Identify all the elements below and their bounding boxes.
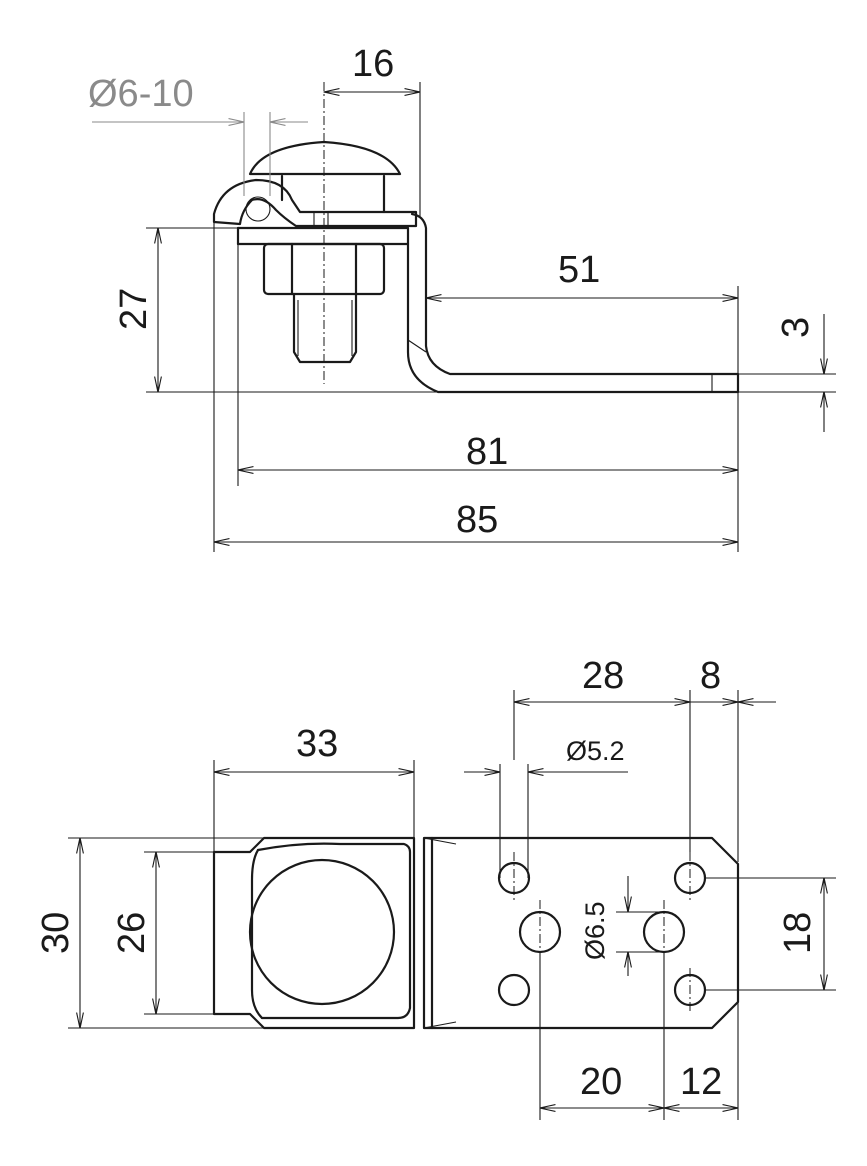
dim-bolt-offset-label: 16 — [352, 43, 394, 85]
dim-edge-margin: 8 — [690, 655, 776, 862]
dim-inner-length: 81 — [237, 244, 739, 552]
dim-hole-pitch-label: 28 — [582, 655, 624, 697]
bolt-shank — [292, 292, 358, 364]
hole-small-2 — [497, 973, 531, 1007]
dim-edge-margin-label: 8 — [700, 655, 721, 697]
dim-bolt-offset: 16 — [324, 43, 421, 216]
dim-hole-spacing-vertical: 18 — [706, 877, 836, 991]
dim-flange-length: 51 — [426, 249, 739, 374]
dim-large-hole-pitch: 20 — [539, 952, 665, 1120]
dim-height-label: 27 — [113, 288, 155, 330]
dim-hole-spacing-label: 18 — [777, 912, 819, 954]
dim-large-hole-label: Ø6.5 — [580, 901, 610, 960]
clamp-top — [212, 836, 416, 1030]
cable-section — [245, 196, 271, 222]
bend-lines — [423, 836, 457, 1030]
dim-end-margin: 12 — [664, 1002, 739, 1120]
dim-clamp-width: 33 — [213, 723, 415, 852]
holes — [497, 852, 707, 1012]
dim-height: 27 — [113, 227, 438, 393]
dome-cap-top — [248, 858, 396, 1006]
dim-clamp-height-label: 26 — [111, 912, 153, 954]
side-view: Ø6-10 16 27 51 3 — [88, 43, 836, 552]
dim-overall-width-label: 30 — [35, 912, 77, 954]
dim-large-hole-diameter: Ø6.5 — [580, 876, 664, 976]
dim-hole-pitch: 28 — [513, 655, 691, 852]
dim-cable-dia-label: Ø6-10 — [88, 73, 194, 115]
dim-small-hole-label: Ø5.2 — [566, 736, 625, 766]
dim-overall-width: 30 — [35, 837, 264, 1029]
dim-inner-length-label: 81 — [466, 431, 508, 473]
dim-clamp-height: 26 — [111, 851, 214, 1015]
dim-clamp-width-label: 33 — [296, 723, 338, 765]
top-view: 33 28 8 Ø5.2 30 — [35, 655, 836, 1120]
bracket-profile — [236, 212, 740, 394]
dim-overall-length: 85 — [213, 222, 738, 552]
dim-small-hole-diameter: Ø5.2 — [464, 736, 628, 878]
dim-flange-length-label: 51 — [558, 249, 600, 291]
dim-large-hole-pitch-label: 20 — [580, 1061, 622, 1103]
clamp-plate — [212, 178, 418, 228]
dim-thickness-label: 3 — [775, 317, 817, 338]
dome-cap — [248, 140, 402, 214]
dim-end-margin-label: 12 — [680, 1061, 722, 1103]
dim-overall-length-label: 85 — [456, 499, 498, 541]
dim-cable-diameter: Ø6-10 — [88, 73, 308, 196]
dim-thickness: 3 — [738, 314, 836, 432]
